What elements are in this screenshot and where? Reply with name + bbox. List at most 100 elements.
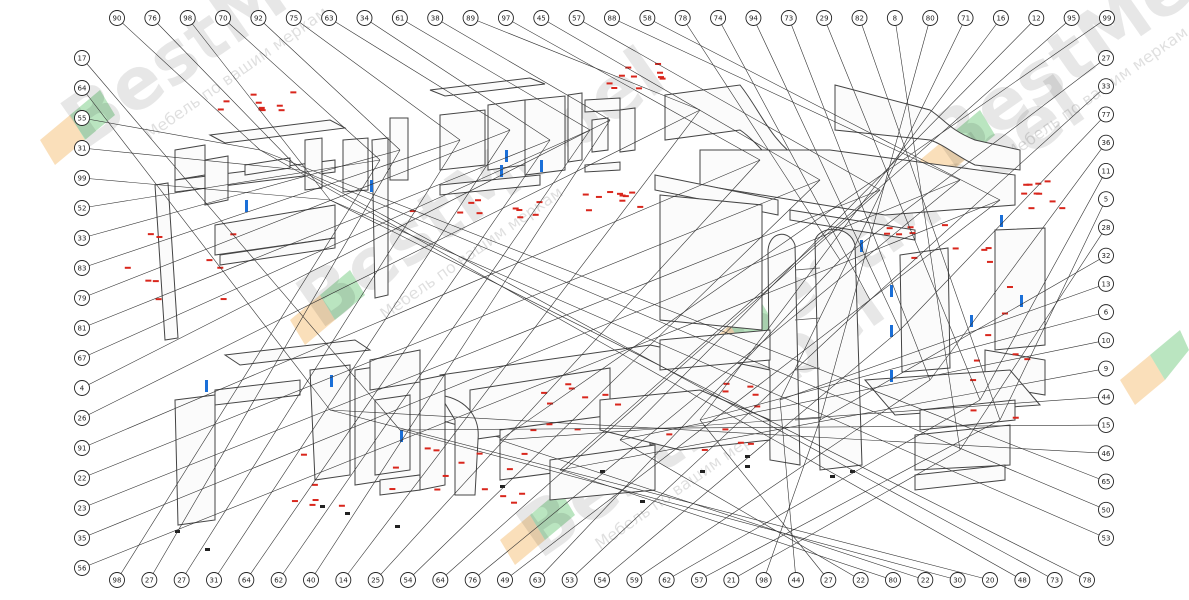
callout-top-20: 29: [816, 10, 833, 26]
leader-line: [81, 87, 331, 411]
leader-line: [329, 409, 1107, 454]
leader-line: [699, 17, 1002, 421]
callout-circle: [335, 572, 352, 588]
leader-line: [753, 17, 901, 331]
callout-top-17: 74: [710, 10, 727, 26]
screw-mark: [602, 393, 609, 396]
callout-circle: [356, 10, 373, 26]
callout-number: 15: [1102, 422, 1111, 430]
callout-circle: [723, 572, 740, 588]
callout-right-10: 10: [1098, 332, 1114, 349]
callout-circle: [1098, 332, 1114, 349]
right-cabinet: [863, 227, 1046, 491]
leader-line: [329, 199, 1088, 581]
leader-line: [259, 149, 1107, 482]
callout-circle: [949, 572, 966, 588]
callout-circle: [561, 572, 578, 588]
callout-circle: [179, 10, 196, 26]
foot-mark: [395, 525, 400, 528]
callout-left-1: 64: [74, 80, 90, 96]
callout-circle: [1098, 445, 1114, 462]
callout-circle: [1098, 304, 1114, 321]
callout-circle: [1098, 388, 1114, 405]
screw-mark: [722, 428, 729, 431]
callout-circle: [1079, 572, 1095, 588]
callout-circle: [74, 170, 90, 186]
callout-bottom-30: 78: [1079, 572, 1095, 588]
screw-mark: [1059, 207, 1066, 210]
leader-line: [819, 255, 1107, 421]
callout-right-1: 33: [1098, 78, 1114, 95]
screw-mark: [521, 452, 528, 455]
callout-circle: [626, 572, 643, 588]
leader-line: [869, 86, 1107, 301]
screw-mark: [217, 108, 224, 111]
screw-mark: [476, 452, 483, 455]
callout-circle: [1098, 134, 1114, 151]
callout-circle: [1063, 10, 1080, 26]
screw-mark: [517, 216, 524, 219]
callout-left-9: 81: [74, 320, 90, 336]
callout-circle: [391, 10, 408, 26]
callout-top-26: 12: [1028, 10, 1045, 26]
foot-mark: [640, 500, 645, 503]
screw-mark: [230, 233, 237, 236]
leader-line: [440, 189, 881, 581]
callout-number: 49: [501, 577, 510, 585]
callout-left-6: 33: [74, 230, 90, 246]
callout-circle: [780, 10, 797, 26]
screw-mark: [278, 109, 285, 112]
callout-number: 54: [598, 577, 607, 585]
callout-number: 77: [1102, 111, 1111, 119]
screw-mark: [884, 232, 891, 235]
screw-mark: [585, 209, 592, 212]
callout-circle: [1098, 530, 1114, 546]
callout-bottom-6: 40: [303, 572, 319, 588]
screw-mark: [442, 474, 449, 477]
callout-number: 62: [662, 577, 671, 585]
callout-circle: [658, 572, 675, 588]
screw-mark: [941, 224, 948, 227]
screw-mark: [611, 86, 618, 89]
leader-line: [839, 57, 1107, 261]
leader-line: [81, 57, 401, 431]
callout-number: 12: [1032, 15, 1041, 23]
callout-bottom-1: 27: [141, 572, 158, 588]
leader-line: [81, 179, 821, 479]
callout-bottom-10: 64: [432, 572, 449, 588]
callout-number: 36: [1102, 139, 1111, 147]
screw-mark: [574, 428, 581, 431]
leader-line: [328, 17, 511, 131]
callout-circle: [1098, 162, 1114, 179]
callout-circle: [74, 350, 90, 366]
callout-number: 28: [1102, 224, 1111, 232]
leader-line: [81, 109, 701, 419]
screw-mark: [258, 106, 265, 109]
callout-circle: [215, 10, 232, 26]
callout-number: 27: [824, 577, 833, 585]
screw-mark: [468, 201, 475, 204]
screw-mark: [896, 233, 903, 236]
leader-line: [541, 17, 821, 181]
callout-number: 99: [1103, 15, 1112, 23]
screw-mark: [255, 101, 262, 104]
leader-line: [81, 139, 461, 269]
callout-circle: [74, 380, 90, 396]
screw-mark: [606, 82, 613, 85]
callout-right-16: 50: [1098, 501, 1114, 518]
leader-line: [116, 17, 261, 151]
callout-number: 83: [78, 265, 87, 273]
callout-top-9: 38: [427, 10, 444, 26]
callout-circle: [74, 290, 90, 306]
screw-mark: [312, 499, 319, 502]
callout-bottom-14: 53: [561, 572, 578, 588]
callout-circle: [745, 10, 762, 26]
screw-mark: [1012, 416, 1019, 419]
screw-mark: [532, 213, 539, 216]
callout-bottom-4: 64: [238, 572, 255, 588]
callout-circle: [1046, 572, 1063, 588]
leader-line: [278, 129, 591, 581]
leader-line: [81, 179, 961, 539]
callout-circle: [400, 572, 416, 588]
screw-mark: [124, 266, 131, 269]
